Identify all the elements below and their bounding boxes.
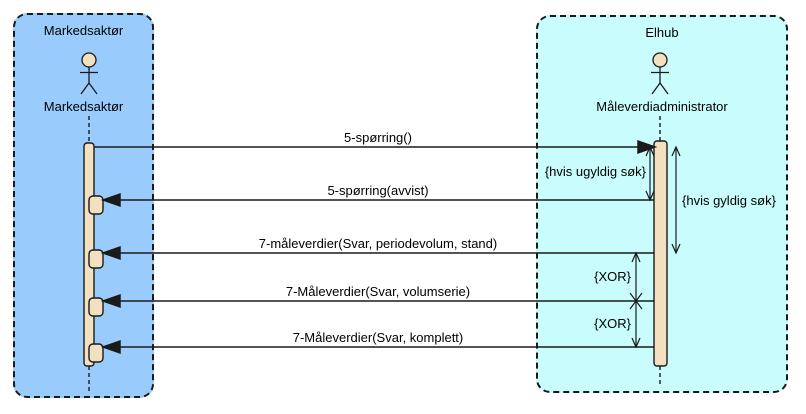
arrowhead-icon: [100, 192, 121, 208]
message-label: 7-Måleverdier(Svar, volumserie): [285, 284, 471, 299]
actor-icon: [651, 52, 669, 95]
message-arrow-2: [100, 192, 654, 208]
duration-arrow-xor-1: [631, 251, 641, 301]
constraint-label: {XOR}: [594, 269, 631, 284]
arrowhead-icon: [100, 293, 121, 309]
nested-activation: [88, 297, 104, 317]
message-arrow-1: [94, 139, 658, 155]
message-arrow-3: [100, 245, 654, 261]
duration-arrow-ugyldig: [645, 145, 655, 202]
arrowhead-icon: [100, 245, 121, 261]
message-label: 5-spørring(avvist): [327, 183, 429, 198]
constraint-label: {hvis gyldig søk}: [682, 193, 776, 208]
message-label: 7-måleverdier(Svar, periodevolum, stand): [258, 236, 498, 251]
nested-activation: [88, 249, 104, 269]
arrowhead-icon: [637, 139, 658, 155]
constraint-label: {XOR}: [594, 316, 631, 331]
message-label: 5-spørring(): [344, 130, 412, 145]
participant-title: Markedsaktør: [43, 23, 124, 38]
arrowhead-icon: [100, 339, 121, 355]
duration-arrow-gyldig: [671, 145, 681, 255]
nested-activation: [88, 195, 104, 215]
actor-icon: [80, 52, 98, 95]
message-label: 7-Måleverdier(Svar, komplett): [292, 330, 464, 345]
nested-activation: [88, 343, 104, 363]
duration-arrow-xor-2: [631, 301, 641, 349]
participant-title: Elhub: [645, 25, 679, 40]
activation-bar-elhub: [653, 140, 668, 367]
lifeline: [88, 116, 661, 391]
actor-label: Markedsaktør: [43, 99, 124, 114]
actor-label: Måleverdiadministrator: [596, 99, 728, 114]
message-arrow-5: [100, 339, 654, 355]
constraint-label: {hvis ugyldig søk}: [544, 164, 646, 179]
xor-cross-icon: [629, 292, 643, 310]
message-arrow-4: [100, 293, 654, 309]
